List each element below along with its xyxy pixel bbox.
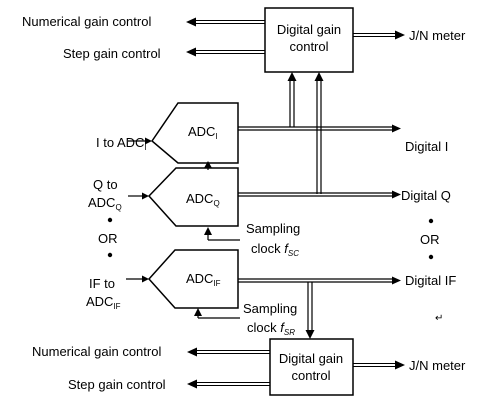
or-right-dot-bottom (428, 254, 434, 260)
top-numerical-gain-arrow (186, 17, 265, 27)
adc-if-input-line2: ADCIF (86, 294, 121, 311)
bottom-step-gain-label: Step gain control (68, 377, 166, 392)
or-left-label: OR (98, 231, 118, 246)
bottom-numerical-gain-arrow (187, 347, 270, 357)
top-jn-meter-arrow (353, 30, 405, 40)
top-gain-feed-lines (287, 72, 324, 194)
top-gain-box-line1: Digital gain (277, 22, 341, 37)
top-step-gain-label: Step gain control (63, 46, 161, 61)
top-gain-section: Digital gain control Numerical gain cont… (22, 7, 466, 73)
bottom-jn-meter-arrow (353, 360, 405, 370)
bottom-numerical-gain-label: Numerical gain control (32, 344, 161, 359)
adc-if-input-arrow (126, 275, 149, 283)
adc-if-label: ADCIF (186, 271, 221, 288)
or-right-group: OR (420, 218, 440, 260)
digital-i-label: Digital I (405, 139, 448, 154)
adc-q-to-adc-i-link (204, 161, 212, 170)
top-numerical-gain-label: Numerical gain control (22, 14, 151, 29)
adc-q-block (147, 167, 239, 227)
adc-q-input-line1: Q to (93, 177, 118, 192)
or-left-dot-top (107, 217, 113, 223)
top-digital-gain-control-box (264, 7, 354, 73)
adc-i-output-arrow (238, 124, 401, 133)
sampling-sc-line2: clock fSC (251, 241, 299, 258)
bottom-jn-meter-label: J/N meter (409, 358, 466, 373)
adc-i-section: I to ADCI ADCI Digital I (96, 102, 448, 164)
adc-i-label: ADCI (188, 124, 218, 141)
adc-i-block (150, 102, 239, 164)
bottom-step-gain-arrow (187, 379, 270, 389)
sampling-sc-feed (204, 227, 240, 241)
adc-q-output-arrow (238, 190, 401, 199)
sampling-sr-line2: clock fSR (247, 320, 295, 337)
adc-if-output-arrow (238, 276, 401, 285)
adc-if-input-line1: IF to (89, 276, 115, 291)
bottom-gain-box-line2: control (291, 368, 330, 383)
bottom-gain-section: Digital gain control Numerical gain cont… (32, 338, 466, 396)
bottom-gain-box-line1: Digital gain (279, 351, 343, 366)
sampling-sc-line1: Sampling (246, 221, 300, 236)
adc-q-input-arrow (128, 192, 149, 200)
adc-q-input-line2: ADCQ (88, 195, 122, 212)
digital-q-label: Digital Q (401, 188, 451, 203)
bottom-digital-gain-control-box (269, 338, 354, 396)
top-step-gain-arrow (186, 47, 265, 57)
or-left-group: OR (98, 217, 118, 258)
adc-q-label: ADCQ (186, 191, 220, 208)
adc-i-input-label: I to ADCI (96, 135, 147, 152)
adc-q-section: Q to ADCQ ADCQ Digital Q (88, 167, 451, 227)
bottom-gain-feed-line (305, 282, 315, 339)
return-mark: ↵ (435, 313, 443, 324)
top-gain-box-line2: control (289, 39, 328, 54)
or-left-dot-bottom (107, 252, 113, 258)
or-right-dot-top (428, 218, 434, 224)
adc-if-section: IF to ADCIF ADCIF Digital IF (86, 249, 456, 311)
adc-i-input-arrow (128, 137, 152, 145)
top-jn-meter-label: J/N meter (409, 28, 466, 43)
digital-if-label: Digital IF (405, 273, 456, 288)
or-right-label: OR (420, 232, 440, 247)
sampling-sr-line1: Sampling (243, 301, 297, 316)
sampling-sr-feed (194, 308, 240, 319)
